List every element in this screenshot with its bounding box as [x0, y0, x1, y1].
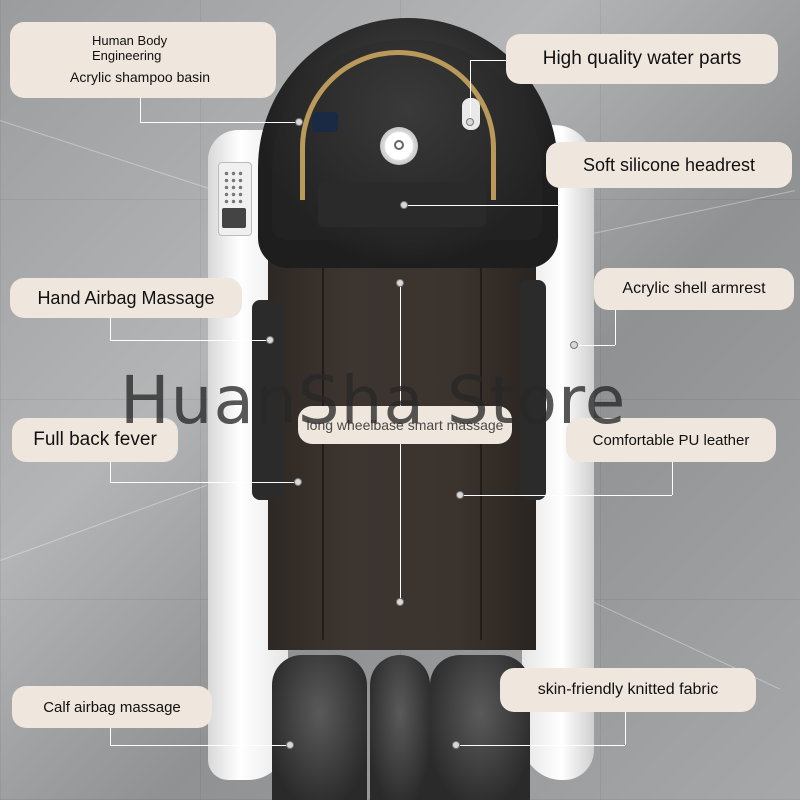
leader-line [470, 60, 520, 61]
leader-line [110, 745, 290, 746]
calf-roller-left [272, 655, 367, 800]
control-screen [222, 208, 246, 228]
leader-line [110, 482, 295, 483]
label-armrest: Acrylic shell armrest [594, 268, 794, 310]
label-back-fever: Full back fever [12, 418, 178, 462]
pointer-dot [396, 598, 404, 606]
seat-seam [322, 250, 324, 640]
pointer-dot [396, 279, 404, 287]
leader-line [110, 728, 111, 745]
calf-roller-mid [370, 655, 430, 800]
pointer-dot [266, 336, 274, 344]
pointer-dot [286, 741, 294, 749]
pointer-dot [295, 118, 303, 126]
label-knitted-fabric: skin-friendly knitted fabric [500, 668, 756, 712]
leader-line [575, 345, 615, 346]
leader-line [140, 122, 300, 123]
label-hand-airbag: Hand Airbag Massage [10, 278, 242, 318]
left-airbag-pad [252, 300, 282, 500]
label-human-body-line1: Human Body [92, 33, 168, 48]
label-human-body-line2: Engineering [92, 48, 162, 63]
leader-line [625, 712, 626, 745]
leader-line [405, 205, 560, 206]
faucet-left [312, 112, 338, 132]
pointer-dot [400, 201, 408, 209]
label-pu-leather: Comfortable PU leather [566, 418, 776, 462]
leader-line [140, 98, 141, 122]
pointer-dot [294, 478, 302, 486]
drain-center [394, 140, 404, 150]
label-headrest: Soft silicone headrest [546, 142, 792, 188]
pointer-dot [456, 491, 464, 499]
label-acrylic-basin-text: Acrylic shampoo basin [70, 69, 211, 85]
leader-line [110, 462, 111, 482]
leader-line [110, 340, 270, 341]
label-acrylic-basin: Human Body Engineering Acrylic shampoo b… [10, 22, 276, 98]
leader-line [470, 60, 471, 122]
leader-line [110, 318, 111, 340]
control-keypad [223, 170, 245, 204]
pointer-dot [466, 118, 474, 126]
leader-line [455, 745, 625, 746]
pointer-dot [452, 741, 460, 749]
pointer-dot [570, 341, 578, 349]
label-wheelbase: long wheelbase smart massage [298, 406, 512, 444]
label-calf-airbag: Calf airbag massage [12, 686, 212, 728]
right-airbag-pad [520, 280, 546, 500]
seat-cushion [268, 240, 536, 650]
leader-line [615, 310, 616, 345]
seat-seam [480, 250, 482, 640]
leader-line [462, 495, 672, 496]
store-watermark: HuanSha Store [120, 362, 627, 439]
leader-line [672, 462, 673, 495]
label-water-parts: High quality water parts [506, 34, 778, 84]
